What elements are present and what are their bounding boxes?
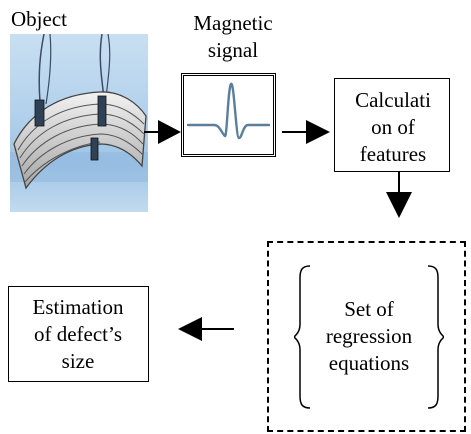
features-line3: features xyxy=(359,142,427,166)
arrow-signal-to-features xyxy=(282,120,330,144)
magnetic-signal-label-line1: Magnetic xyxy=(193,11,273,35)
object-label: Object xyxy=(11,7,67,31)
features-line1: Calculati xyxy=(355,88,431,112)
estimation-line1: Estimation xyxy=(32,295,124,319)
features-box: Calculati on of features xyxy=(334,78,450,172)
estimation-line3: size xyxy=(61,349,95,373)
magnetic-signal-label-line2: signal xyxy=(207,38,259,62)
estimation-text: Estimation of defect’s size xyxy=(9,294,147,375)
arrow-object-to-signal xyxy=(144,120,181,144)
regression-line1: Set of xyxy=(344,297,394,321)
regression-box xyxy=(267,241,466,432)
regression-text: Set of regression equations xyxy=(300,296,438,377)
regression-line2: regression xyxy=(325,324,413,348)
arrow-features-to-regression xyxy=(386,172,412,218)
features-text: Calculati on of features xyxy=(335,87,451,168)
magnetic-signal-box xyxy=(181,73,276,157)
estimation-line2: of defect’s xyxy=(33,322,123,346)
regression-line3: equations xyxy=(328,351,410,375)
arrow-regression-to-estimation xyxy=(178,317,234,341)
object-image xyxy=(10,34,148,212)
magnetic-signal-label: Magnetic signal xyxy=(181,10,285,64)
estimation-box: Estimation of defect’s size xyxy=(8,286,149,382)
regression-braces xyxy=(294,265,444,409)
features-line2: on of xyxy=(371,115,415,139)
signal-waveform xyxy=(186,82,271,140)
